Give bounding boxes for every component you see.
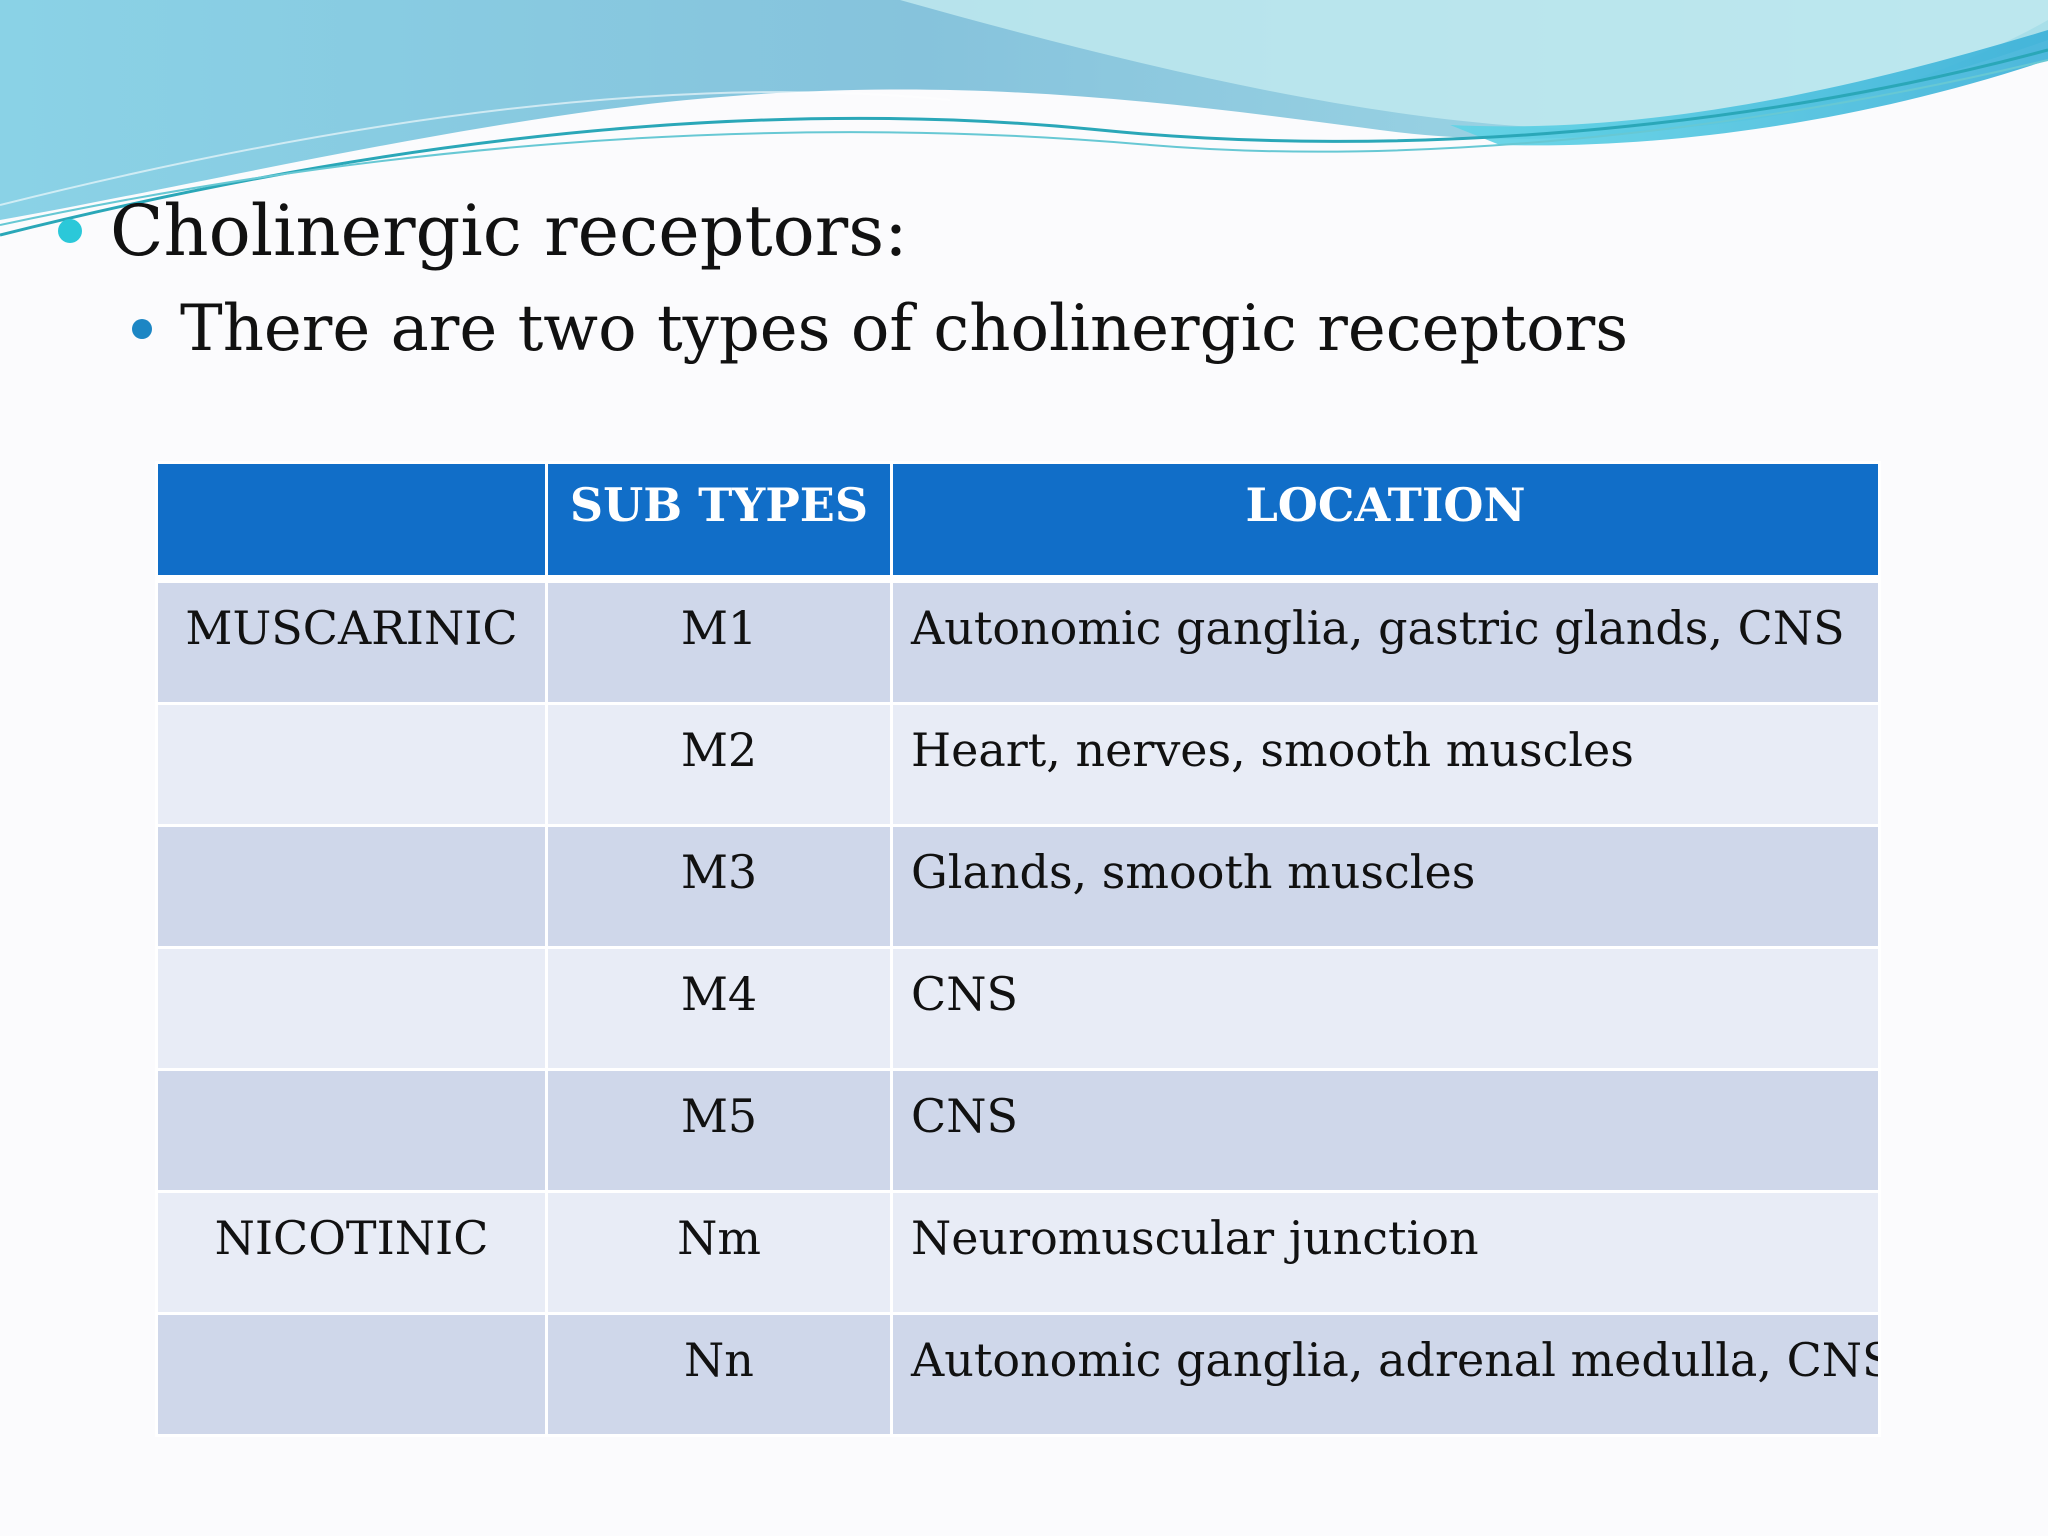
bullet-dot-icon bbox=[58, 219, 82, 243]
table-header-row: SUB TYPES LOCATION bbox=[155, 461, 1881, 583]
subtitle-bullet: There are two types of cholinergic recep… bbox=[132, 297, 1628, 361]
bullet-dot-icon bbox=[132, 319, 152, 339]
subtype-cell: M2 bbox=[545, 702, 893, 827]
location-cell: Neuromuscular junction bbox=[890, 1190, 1881, 1315]
header-cell-subtypes: SUB TYPES bbox=[545, 461, 893, 583]
table-row: MUSCARINIC M1 Autonomic ganglia, gastric… bbox=[155, 577, 1881, 705]
table-row: M2 Heart, nerves, smooth muscles bbox=[155, 702, 1881, 827]
slide-title: Cholinergic receptors: bbox=[110, 190, 908, 272]
subtype-cell: M3 bbox=[545, 824, 893, 949]
receptor-type-cell bbox=[155, 1068, 548, 1193]
location-cell: CNS bbox=[890, 946, 1881, 1071]
subtype-cell: Nn bbox=[545, 1312, 893, 1437]
table-row: M5 CNS bbox=[155, 1068, 1881, 1193]
receptor-type-cell bbox=[155, 824, 548, 949]
subtype-cell: M4 bbox=[545, 946, 893, 1071]
location-cell: CNS bbox=[890, 1068, 1881, 1193]
table-row: NICOTINIC Nm Neuromuscular junction bbox=[155, 1190, 1881, 1315]
table-row: M3 Glands, smooth muscles bbox=[155, 824, 1881, 949]
table-row: M4 CNS bbox=[155, 946, 1881, 1071]
location-cell: Glands, smooth muscles bbox=[890, 824, 1881, 949]
header-wave-decoration bbox=[0, 0, 2048, 237]
subtype-cell: M1 bbox=[545, 577, 893, 705]
subtype-cell: Nm bbox=[545, 1190, 893, 1315]
location-cell: Autonomic ganglia, gastric glands, CNS bbox=[890, 577, 1881, 705]
location-cell: Heart, nerves, smooth muscles bbox=[890, 702, 1881, 827]
location-cell: Autonomic ganglia, adrenal medulla, CNS bbox=[890, 1312, 1881, 1437]
receptor-table: SUB TYPES LOCATION MUSCARINIC M1 Autonom… bbox=[155, 461, 1881, 1437]
title-bullet: Cholinergic receptors: bbox=[58, 196, 908, 266]
receptor-type-cell bbox=[155, 702, 548, 827]
receptor-type-cell: MUSCARINIC bbox=[155, 577, 548, 705]
header-cell-location: LOCATION bbox=[890, 461, 1881, 583]
receptor-type-cell bbox=[155, 946, 548, 1071]
table-row: Nn Autonomic ganglia, adrenal medulla, C… bbox=[155, 1312, 1881, 1437]
receptor-type-cell: NICOTINIC bbox=[155, 1190, 548, 1315]
header-cell-empty bbox=[155, 461, 548, 583]
subtype-cell: M5 bbox=[545, 1068, 893, 1193]
receptor-type-cell bbox=[155, 1312, 548, 1437]
slide-subtitle: There are two types of cholinergic recep… bbox=[180, 292, 1629, 366]
